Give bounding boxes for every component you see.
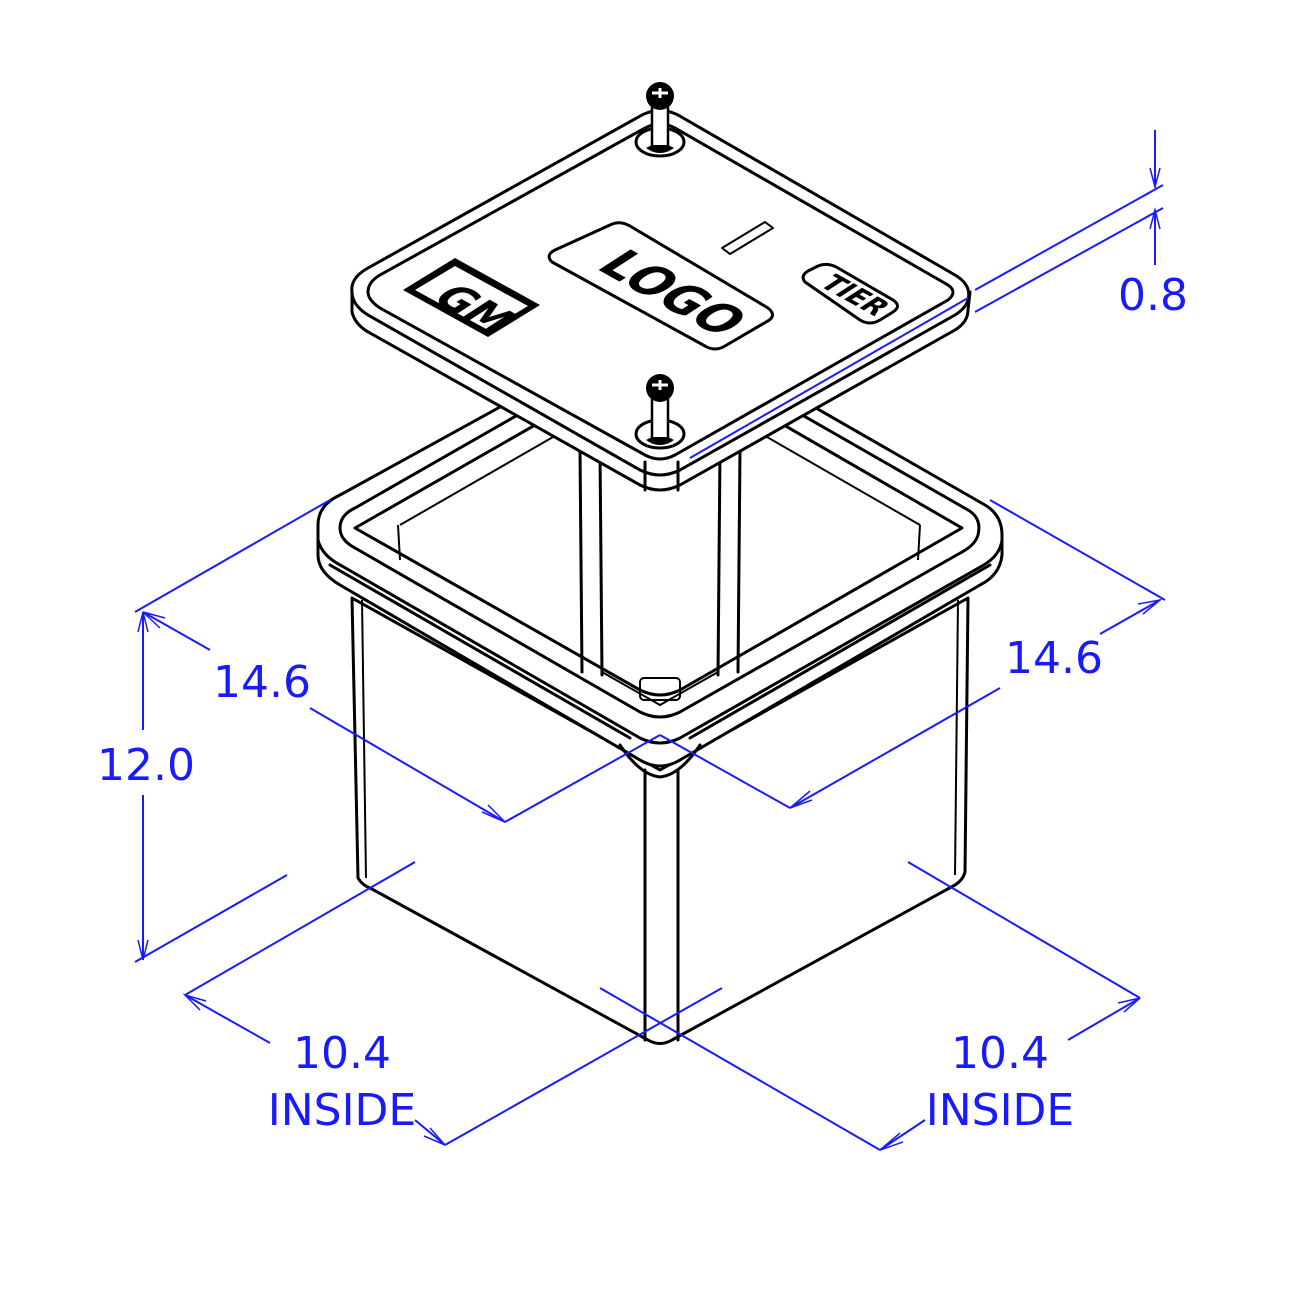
key-slot (721, 221, 774, 255)
drain-slot (639, 677, 681, 701)
lid: GM LOGO TIER (350, 82, 972, 492)
tier-plate (801, 262, 899, 325)
logo-plate (547, 221, 774, 351)
dim-inside-width-right: 10.4 (951, 1028, 1049, 1079)
dim-inside-label-right: INSIDE (926, 1085, 1074, 1136)
bolt-icon (634, 374, 686, 450)
dim-lid-thickness: 0.8 (1118, 270, 1188, 321)
dim-outer-width-left: 14.6 (213, 657, 311, 708)
dim-outer-width-right: 14.6 (1005, 633, 1103, 684)
dimension-lines (134, 130, 1166, 1151)
dim-inside-label-left: INSIDE (268, 1085, 416, 1136)
box-body (316, 323, 1004, 1045)
bolt-icon (634, 82, 686, 158)
dim-inside-width-left: 10.4 (293, 1028, 391, 1079)
dim-height: 12.0 (97, 740, 195, 791)
